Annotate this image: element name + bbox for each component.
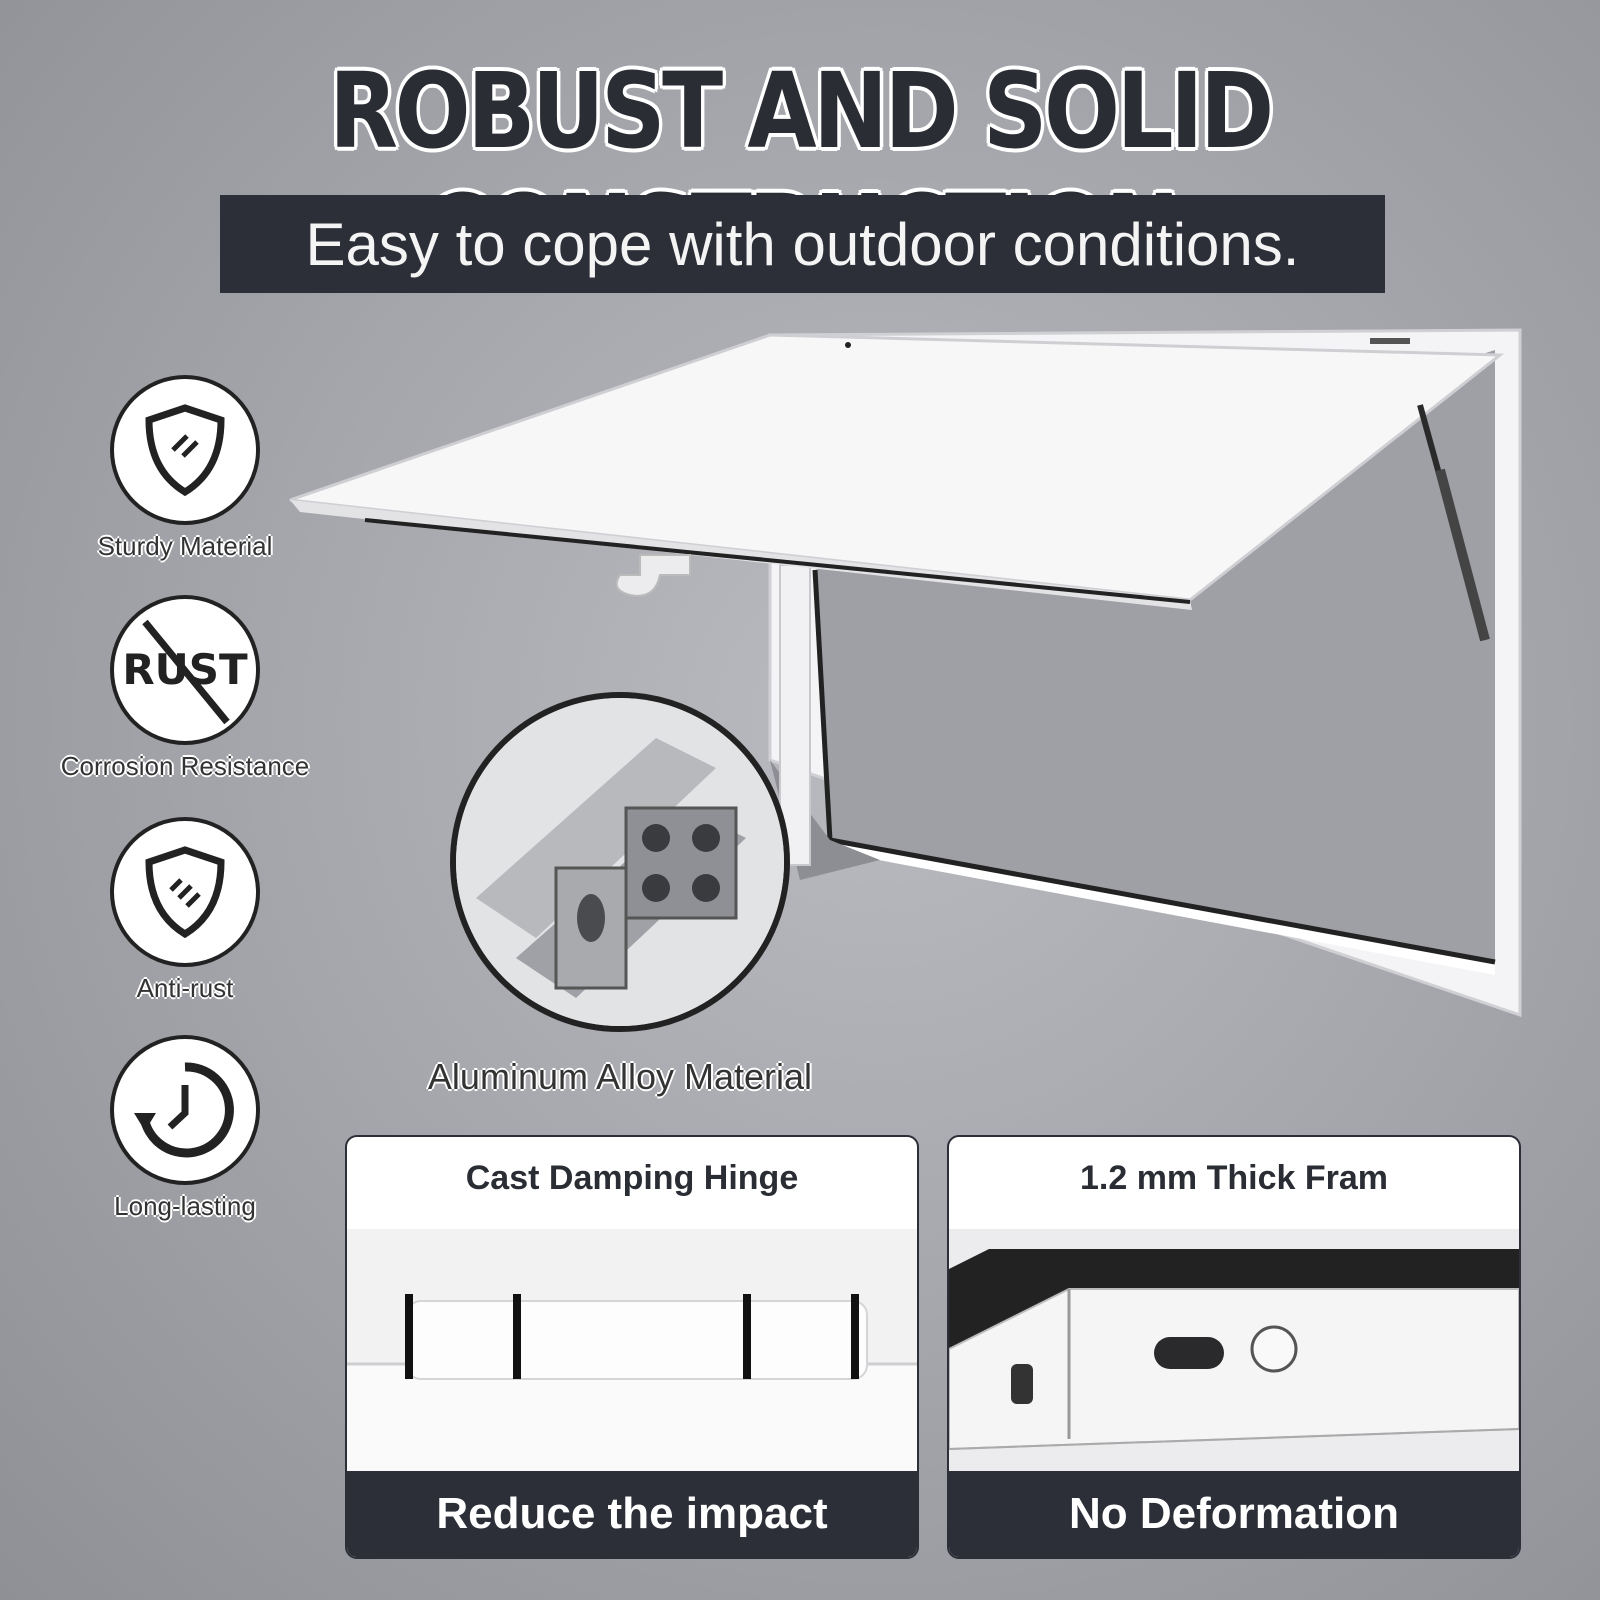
aluminum-profile-image xyxy=(456,698,784,1026)
card-footer: No Deformation xyxy=(949,1471,1519,1557)
feature-label: Anti-rust xyxy=(136,973,234,1003)
feature-circle xyxy=(110,817,260,967)
feature-long-lasting: Long-lasting xyxy=(60,1035,310,1222)
clock-cycle-icon xyxy=(134,1062,234,1158)
card-title: 1.2 mm Thick Fram xyxy=(1079,1159,1388,1197)
feature-circle xyxy=(110,375,260,525)
shield-icon xyxy=(145,846,225,939)
subtitle-text: Easy to cope with outdoor conditions. xyxy=(305,210,1300,278)
feature-circle: RUST xyxy=(110,595,260,745)
shield-icon xyxy=(145,404,225,497)
card-footer-text: Reduce the impact xyxy=(436,1489,828,1538)
feature-circle xyxy=(110,1035,260,1185)
card-footer: Reduce the impact xyxy=(347,1471,917,1557)
rust-icon-text: RUST xyxy=(122,645,248,694)
feature-corrosion-resistance: RUST Corrosion Resistance xyxy=(60,595,310,782)
feature-label: Long-lasting xyxy=(114,1191,256,1221)
frame-opening xyxy=(815,350,1495,960)
hinge-photo xyxy=(347,1229,917,1479)
latch-hook xyxy=(615,554,691,597)
hinge-card: Cast Damping Hinge Reduce the impact xyxy=(345,1135,919,1559)
frame-card: 1.2 mm Thick Fram No Deformation xyxy=(947,1135,1521,1559)
alloy-label: Aluminum Alloy Material xyxy=(427,1056,813,1097)
alloy-detail-circle xyxy=(450,692,790,1032)
frame-photo xyxy=(949,1229,1519,1479)
card-footer-text: No Deformation xyxy=(1069,1489,1399,1538)
feature-anti-rust: Anti-rust xyxy=(60,817,310,1004)
card-title: Cast Damping Hinge xyxy=(465,1159,799,1197)
feature-sturdy-material: Sturdy Material xyxy=(60,375,310,562)
no-rust-icon: RUST xyxy=(122,619,248,725)
frame-inner-edge xyxy=(825,840,1495,975)
feature-label: Sturdy Material xyxy=(97,531,273,561)
feature-label: Corrosion Resistance xyxy=(60,751,310,781)
subtitle-banner: Easy to cope with outdoor conditions. xyxy=(220,195,1385,293)
